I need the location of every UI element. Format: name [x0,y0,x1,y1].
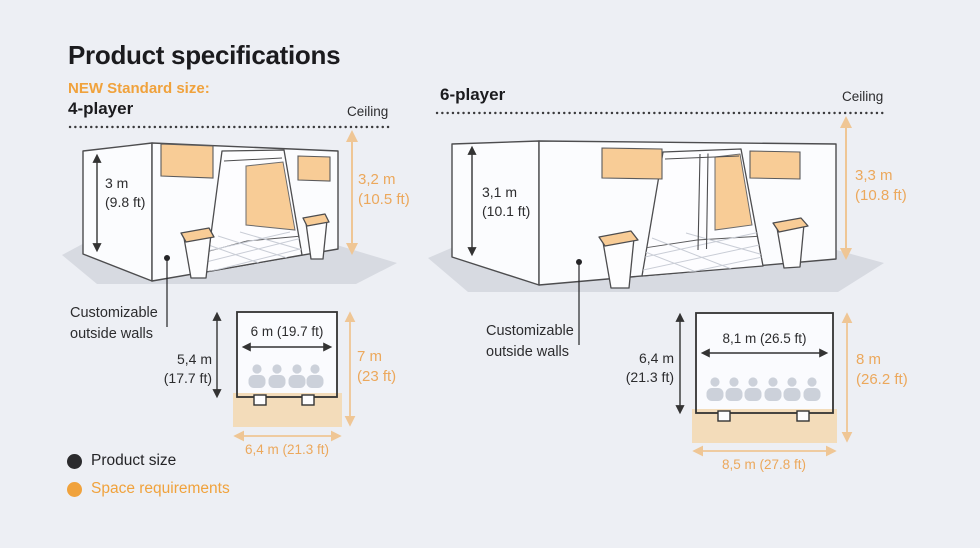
walls-note-4p: Customizable outside walls [70,305,158,342]
room-height-4p-ft: (9.8 ft) [105,194,146,210]
person-icon [803,377,821,401]
pedestal [302,213,330,260]
interior-orange-panel [245,161,296,231]
plan-space-depth-6p-ft: (26.2 ft) [856,371,908,388]
plan-inner-width-6p: 8,1 m (26.5 ft) [722,331,807,346]
person-icon [268,364,286,388]
space-band [233,393,342,427]
legend-product-size: Product size [67,452,176,470]
plan-foot [253,394,267,406]
person-icon [725,377,743,401]
room-height-6p-ft: (10.1 ft) [482,203,531,219]
room-height-6p-m: 3,1 m [482,184,518,200]
plan-outline [695,312,834,414]
pedestal [180,227,215,279]
plan-space-depth-4p-m: 7 m [357,348,383,365]
interior-orange-panel [714,153,753,231]
room-height-6p: 3,1 m (10.1 ft) [482,183,530,221]
legend-space-requirements: Space requirements [67,480,230,498]
opening-header-line [664,155,740,160]
plan-outline [236,311,338,398]
room-height-4p-m: 3 m [105,175,129,191]
walls-pointer [576,259,582,345]
plan-space-width-6p: 8,5 m (27.8 ft) [721,457,807,472]
page-title: Product specifications [68,40,341,70]
legend-space-label: Space requirements [91,480,230,497]
interior-column-lines [697,153,709,251]
floor-plan-4p [212,311,356,442]
plan-inner-depth-6p-ft: (21.3 ft) [625,369,674,385]
space-requirements-dot-icon [67,481,82,497]
ceiling-height-6p-m: 3,3 m [855,167,893,184]
seats-6p [706,377,821,401]
pedestal [772,217,809,269]
plan-space-depth-4p-ft: (23 ft) [357,368,397,385]
new-standard-badge: NEW Standard size: [68,80,210,97]
pedestal [598,230,639,289]
room-isometric-6p [428,111,889,345]
person-icon [288,364,306,388]
plan-space-width-4p: 6,4 m (21.3 ft) [244,442,330,457]
plan-inner-depth-6p: 6,4 m (21.3 ft) [590,349,674,387]
person-icon [764,377,782,401]
plan-inner-depth-4p-ft: (17.7 ft) [163,370,212,386]
person-icon [706,377,724,401]
room-isometric-4p [62,125,397,327]
variant-label-6p: 6-player [440,85,506,104]
floor-grid [642,231,763,276]
floor-wall-junction [643,235,763,249]
ceiling-height-6p: 3,3 m (10.8 ft) [855,166,907,206]
ceiling-height-4p: 3,2 m (10.5 ft) [358,170,410,210]
person-icon [306,364,324,388]
wall-panel [160,143,214,179]
ceiling-height-6p-ft: (10.8 ft) [855,187,907,204]
ceiling-label-4p: Ceiling [347,104,389,119]
floor-plan-6p [675,312,853,457]
variant-label-4p: 4-player [68,99,134,118]
person-icon [744,377,762,401]
plan-inner-depth-4p: 5,4 m (17.7 ft) [128,350,212,388]
walls-note-6p: Customizable outside walls [486,323,574,360]
wall-panel [749,150,801,180]
wall-panel [601,147,663,180]
plan-foot [796,410,810,422]
legend-product-label: Product size [91,452,177,469]
room-height-4p: 3 m (9.8 ft) [105,174,145,212]
plan-foot [301,394,315,406]
opening-header-line [223,157,283,162]
plan-space-depth-6p-m: 8 m [856,351,882,368]
product-size-dot-icon [67,453,82,469]
ceiling-height-4p-m: 3,2 m [358,171,396,188]
wall-panel [297,155,331,182]
plan-space-depth-4p: 7 m (23 ft) [357,347,396,387]
walls-pointer [164,255,170,327]
floor-grid [206,231,302,272]
ceiling-label-6p: Ceiling [842,89,884,104]
plan-space-depth-6p: 8 m (26.2 ft) [856,350,908,390]
plan-inner-width-4p: 6 m (19.7 ft) [250,324,324,339]
person-icon [783,377,801,401]
plan-foot [717,410,731,422]
ceiling-height-4p-ft: (10.5 ft) [358,191,410,208]
plan-inner-depth-4p-m: 5,4 m [176,351,212,367]
person-icon [248,364,266,388]
seats-4p [248,364,324,388]
plan-inner-depth-6p-m: 6,4 m [638,350,674,366]
space-band [692,409,837,443]
